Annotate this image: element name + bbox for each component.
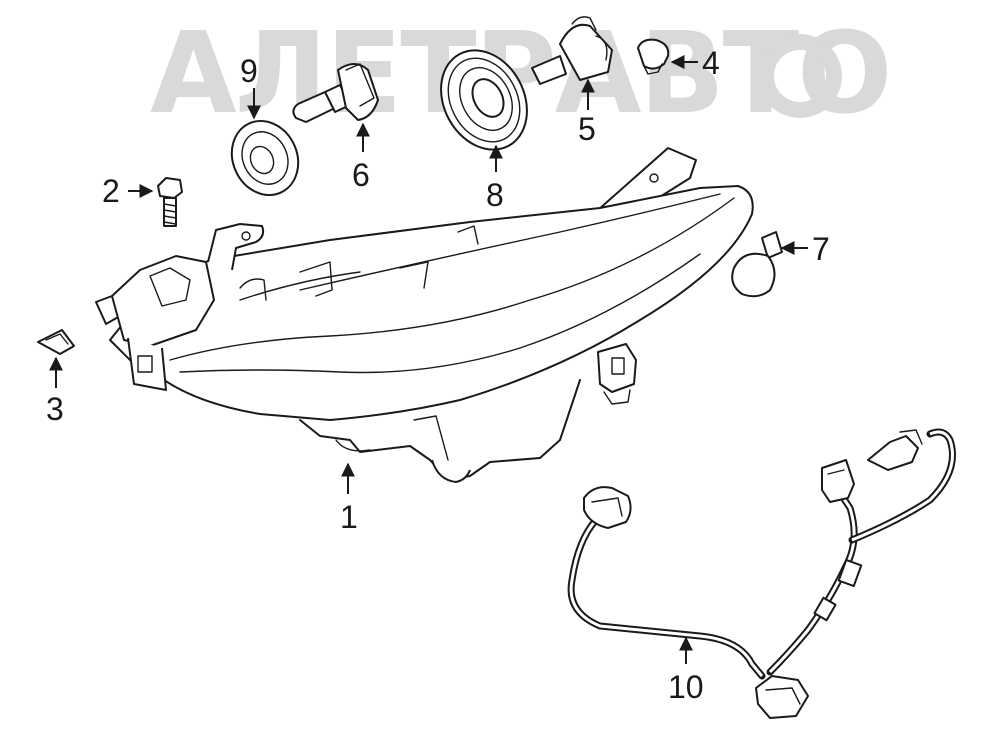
- wiring-harness-part-10: [567, 428, 956, 719]
- callout-labels: 9 6 8 5 4 2 3 7 1 10: [46, 45, 830, 705]
- wedge-bulb-part-7: [731, 231, 783, 298]
- seal-ring-part-8: [440, 49, 528, 151]
- callout-9: 9: [240, 53, 258, 89]
- callout-1: 1: [340, 499, 358, 535]
- callout-10: 10: [668, 669, 704, 705]
- callout-5: 5: [578, 111, 596, 147]
- callout-7: 7: [812, 231, 830, 267]
- bolt-part-2: [157, 177, 183, 227]
- plug-cap-part-4: [637, 38, 670, 75]
- callout-3: 3: [46, 391, 64, 427]
- bulb-part-6: [292, 63, 379, 123]
- headlamp-assembly-part-1: [95, 147, 754, 483]
- seal-ring-part-9: [230, 120, 300, 196]
- callout-4: 4: [702, 45, 720, 81]
- callout-8: 8: [486, 177, 504, 213]
- clip-part-3: [37, 329, 75, 355]
- callout-6: 6: [352, 157, 370, 193]
- callout-arrows: [49, 55, 808, 664]
- callout-2: 2: [102, 173, 120, 209]
- bulb-part-5: [531, 16, 613, 85]
